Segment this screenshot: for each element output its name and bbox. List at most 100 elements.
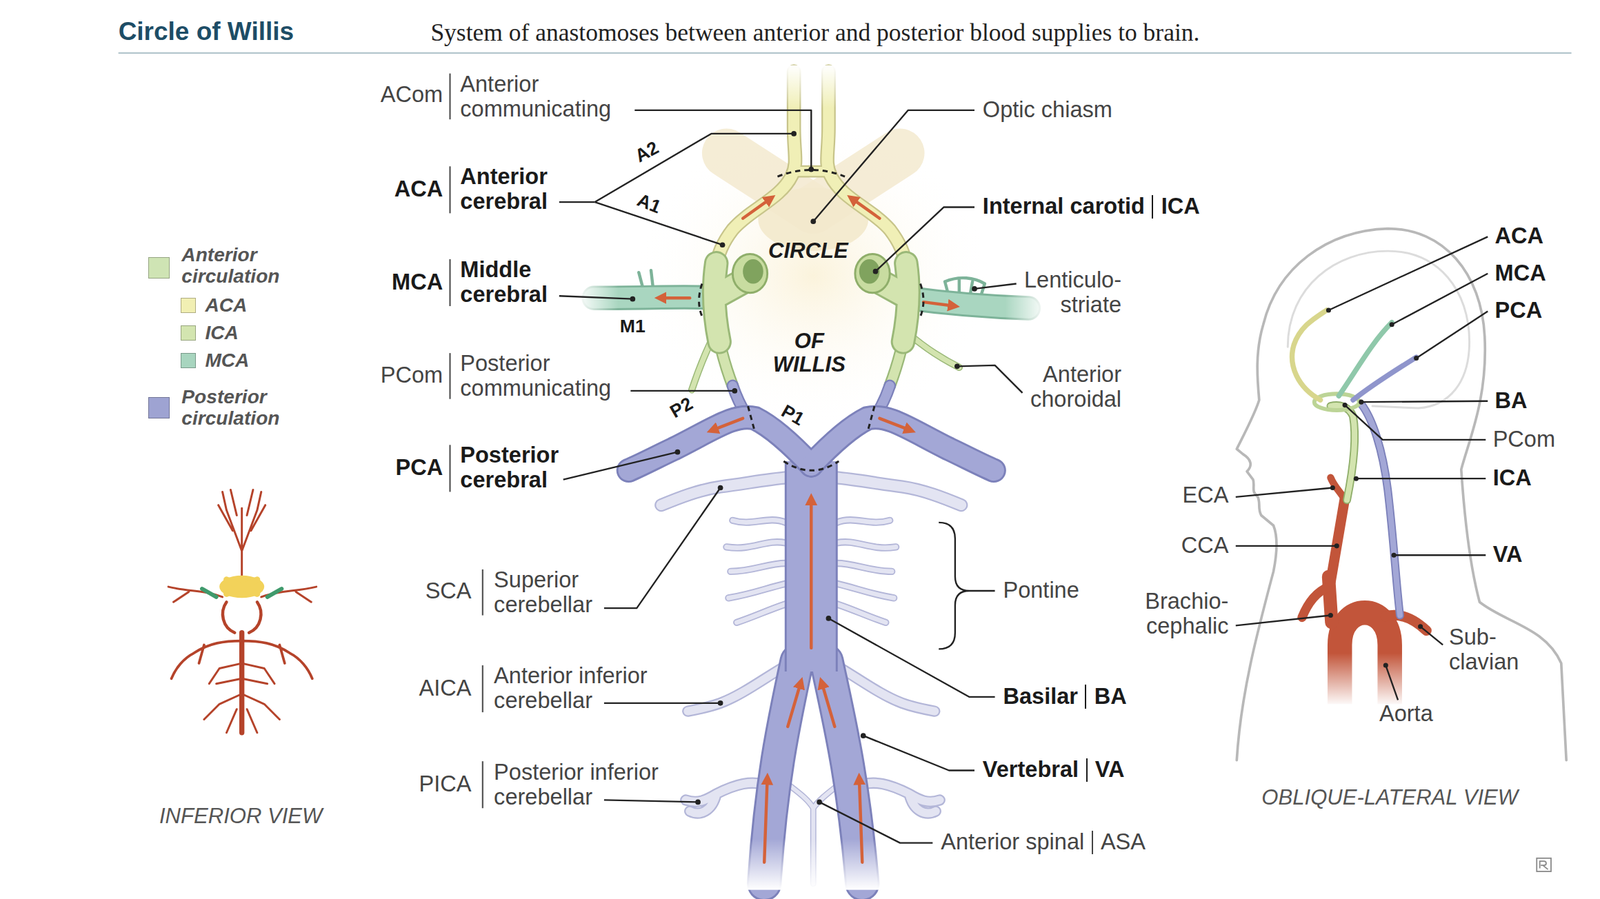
optic-chiasm-shape xyxy=(634,122,992,429)
leader-dot xyxy=(971,286,978,292)
legend-text: ACA xyxy=(204,295,247,317)
segment-dashes xyxy=(867,406,875,433)
flow-arrows xyxy=(821,682,835,727)
artery-label: PCA xyxy=(395,455,443,481)
separator-bar xyxy=(448,353,451,400)
leader-line xyxy=(813,110,975,222)
leader-dot xyxy=(1358,400,1364,405)
leader-line xyxy=(634,110,812,170)
segment-label: A2 xyxy=(631,137,663,167)
artery-label: AICA xyxy=(419,676,472,702)
leader-line xyxy=(1420,626,1444,646)
artery-label: Middle cerebral xyxy=(460,257,548,308)
separator-bar xyxy=(448,259,451,307)
leader-line xyxy=(828,618,995,698)
artery-label: Lenticulo- striate xyxy=(1024,268,1122,318)
leader-dot xyxy=(1328,613,1334,618)
posterior-branches xyxy=(661,477,962,885)
neck-arteries xyxy=(1330,405,1355,500)
leader-dot xyxy=(1326,307,1332,313)
artery-label: CIRCLE xyxy=(768,239,849,263)
flow-arrows xyxy=(659,296,690,300)
leader-dot xyxy=(1330,485,1336,491)
leader-dot xyxy=(1383,662,1389,668)
neck-arteries xyxy=(1292,310,1327,400)
leader-line xyxy=(1385,665,1398,700)
leader-line xyxy=(875,206,975,272)
legend-swatch xyxy=(180,297,196,314)
neck-arteries xyxy=(1361,404,1400,616)
flow-arrows xyxy=(764,777,767,863)
artery-label: ACA xyxy=(394,177,444,203)
leader-dot xyxy=(954,364,960,370)
neck-arteries xyxy=(1353,357,1417,400)
artery-label: Brachio- cephalic xyxy=(1144,589,1229,640)
leader-line xyxy=(1328,236,1488,311)
neck-arteries xyxy=(1316,653,1419,707)
artery-label: Anterior inferior cerebellar xyxy=(493,664,664,714)
abbreviation: ASA xyxy=(1100,830,1146,856)
leader-dot xyxy=(630,296,636,303)
segment-label: A1 xyxy=(634,190,665,218)
artery-label: MCA xyxy=(391,270,443,296)
artery-label: Basilar xyxy=(1002,684,1078,710)
leader-line xyxy=(1361,401,1488,403)
abbreviation: BA xyxy=(1094,684,1127,710)
leader-line xyxy=(630,390,735,392)
leader-line xyxy=(559,201,596,203)
neck-arteries xyxy=(1330,405,1355,500)
anterior-vessels xyxy=(859,259,880,285)
posterior-branches xyxy=(661,477,788,506)
leader-line xyxy=(595,133,795,203)
neck-arteries xyxy=(1292,310,1427,707)
leader-line xyxy=(559,110,1023,844)
artery-label: ICA xyxy=(1493,466,1532,492)
leader-dot xyxy=(1353,476,1359,482)
leader-line xyxy=(1235,545,1337,547)
vessel-fade xyxy=(577,275,618,323)
artery-label: Aorta xyxy=(1379,702,1434,727)
artery-label: Anterior cerebral xyxy=(460,164,548,215)
neck-arteries xyxy=(1361,404,1400,616)
inferior-view-figure xyxy=(239,633,245,734)
leader-line xyxy=(938,522,995,650)
inferior-view-figure xyxy=(218,489,266,587)
inferior-view-figure xyxy=(168,489,317,733)
legend-swatch xyxy=(180,325,196,341)
posterior-branches xyxy=(661,477,788,506)
segment-dashes xyxy=(699,169,925,471)
artery-label: PCom xyxy=(380,363,443,389)
artery-label: Pontine xyxy=(1002,578,1079,604)
artery-label: CCA xyxy=(1181,533,1229,559)
leader-dot xyxy=(1413,355,1419,361)
vessel-fade xyxy=(755,65,868,109)
neck-arteries xyxy=(1302,586,1329,618)
leader-line xyxy=(604,702,721,705)
vessel-fade xyxy=(1004,285,1046,333)
leader-dot xyxy=(720,242,726,248)
artery-label: SCA xyxy=(425,579,472,605)
publisher-icon xyxy=(1540,861,1549,870)
vessel-fade xyxy=(714,839,919,891)
separator-bar xyxy=(1086,758,1088,783)
artery-label: Internal carotid xyxy=(982,194,1145,220)
artery-label: ACom xyxy=(380,82,443,108)
separator-bar xyxy=(448,444,451,492)
leader-dot xyxy=(816,800,823,806)
separator-bar xyxy=(482,665,484,713)
artery-label: Posterior cerebral xyxy=(460,443,559,494)
legend-swatch xyxy=(180,353,196,369)
leader-line xyxy=(1355,477,1486,480)
diagram-caption: System of anastomoses between anterior a… xyxy=(430,19,1200,47)
flow-arrows xyxy=(787,682,801,727)
publisher-icon xyxy=(1536,858,1552,872)
separator-bar xyxy=(1091,831,1094,855)
anterior-vessels xyxy=(742,259,764,285)
artery-label: Sub- clavian xyxy=(1448,625,1519,676)
neck-arteries xyxy=(1330,497,1345,582)
leader-line xyxy=(1235,615,1332,627)
leader-dot xyxy=(1334,543,1340,549)
artery-label: OF WILLIS xyxy=(773,329,846,377)
